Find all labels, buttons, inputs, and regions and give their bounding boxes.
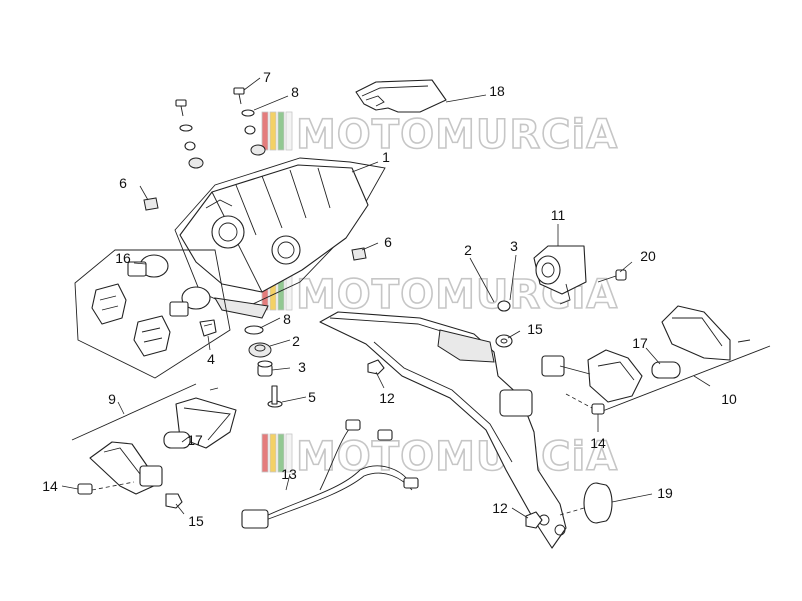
part-2-grommet xyxy=(248,342,272,358)
callout-13: 13 xyxy=(281,466,297,482)
callout-10: 10 xyxy=(721,391,737,407)
part-17-bulb-right xyxy=(651,361,681,379)
callout-16: 16 xyxy=(115,250,131,266)
callout-7: 7 xyxy=(263,69,271,85)
callout-6: 6 xyxy=(119,175,127,191)
part-7-screw xyxy=(233,87,245,105)
part-4-bracket-clip xyxy=(199,319,217,337)
callout-1: 1 xyxy=(382,149,390,165)
callout-8: 8 xyxy=(291,84,299,100)
callout-17: 17 xyxy=(632,335,648,351)
leader-lines xyxy=(61,77,711,519)
watermark-bottom: MOTOMURCiA xyxy=(261,433,618,481)
callout-8: 8 xyxy=(283,311,291,327)
callout-9: 9 xyxy=(108,391,116,407)
callout-5: 5 xyxy=(308,389,316,405)
part-10-right-indicator xyxy=(541,305,771,413)
part-1-tail-light-housing xyxy=(174,157,386,319)
part-12-nut-upper xyxy=(367,359,385,375)
callout-15: 15 xyxy=(527,321,543,337)
part-15-nut-left xyxy=(165,493,183,509)
part-16-bulb-socket-assembly xyxy=(74,249,231,379)
part-3-spacer-right xyxy=(497,300,511,312)
part-20-screw xyxy=(597,269,627,283)
watermark-text: MOTOMURCiA xyxy=(296,112,618,158)
callout-17: 17 xyxy=(187,432,203,448)
callout-12: 12 xyxy=(492,500,508,516)
callout-3: 3 xyxy=(510,238,518,254)
callout-14: 14 xyxy=(42,478,58,494)
part-3-spacer xyxy=(257,360,273,377)
part-8-washer-center xyxy=(244,325,264,335)
watermark-top: MOTOMURCiA xyxy=(261,111,618,159)
grommets-top xyxy=(184,125,266,169)
part-17-bulb-left xyxy=(163,431,191,449)
part-6-clip-left xyxy=(143,197,159,211)
callout-11: 11 xyxy=(551,207,566,223)
part-9-left-indicator xyxy=(71,383,237,495)
part-11-license-plate-light xyxy=(533,245,587,305)
callout-19: 19 xyxy=(657,485,673,501)
callout-20: 20 xyxy=(640,248,656,264)
callout-15: 15 xyxy=(188,513,204,529)
part-14-screw-right xyxy=(565,393,605,415)
watermark-text: MOTOMURCiA xyxy=(296,434,618,480)
callout-labels: 1 2 2 3 3 4 5 6 6 7 8 8 9 10 11 12 12 13… xyxy=(42,69,737,529)
screw-left xyxy=(175,99,187,117)
part-8-washer xyxy=(179,109,255,132)
part-18-cover-plate xyxy=(355,79,447,113)
callout-14: 14 xyxy=(590,435,606,451)
callout-18: 18 xyxy=(489,83,505,99)
part-13-wiring-harness xyxy=(241,419,419,529)
callout-3: 3 xyxy=(298,359,306,375)
part-19-reflector xyxy=(559,482,613,524)
callout-12: 12 xyxy=(379,390,395,406)
callout-6: 6 xyxy=(384,234,392,250)
license-plate-bracket xyxy=(319,311,567,549)
part-12-nut-lower xyxy=(525,511,543,529)
callout-2: 2 xyxy=(292,333,300,349)
part-5-bolt xyxy=(267,385,283,408)
callout-4: 4 xyxy=(207,351,215,367)
part-6-clip-right xyxy=(351,247,367,261)
callout-2: 2 xyxy=(464,242,472,258)
